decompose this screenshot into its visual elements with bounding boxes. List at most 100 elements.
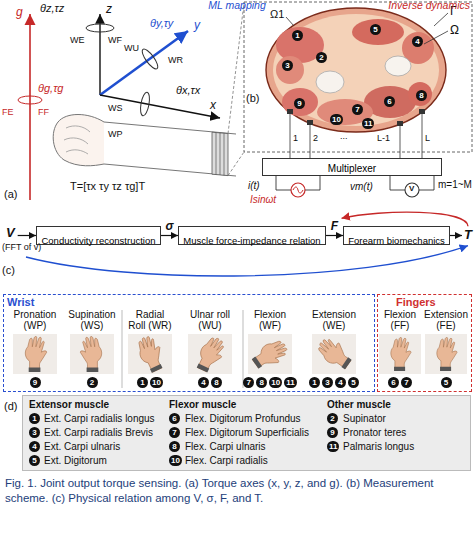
y-axis [100,31,188,95]
x-axis [100,95,220,118]
column-heading: Flexor muscle [169,399,236,410]
axis-name: y [194,19,200,32]
gesture-title: Pronation (WP) [10,309,60,331]
electrode-number: L-1 [377,134,390,144]
feedback-arrow [342,212,468,226]
gesture-title: Supination (WS) [65,309,119,331]
photo [13,334,57,374]
process-box: Muscle force-impedance relation [178,226,326,245]
callout-number: 3 [322,377,333,388]
callout-number: 7 [243,377,254,388]
photo [248,334,292,374]
process-box: Conductivity reconstruction [36,226,161,245]
signal-name: i(t) [248,180,260,191]
callout-number: 7 [401,377,412,388]
motion-label: WP [108,130,123,140]
callout-number: 11 [327,441,339,452]
callout-number: 5 [348,377,359,388]
muscle-name: Ext. Carpi radialis Brevis [44,427,153,438]
muscle-name: Supinator [343,413,386,424]
electrode [287,109,293,114]
callout-number: 6 [388,377,399,388]
signal-name: T [464,228,472,242]
callout-number: 10 [269,377,282,388]
electrode-number: ... [340,132,348,142]
callout-number: 2 [327,413,338,424]
panel-label: (d) [4,400,17,412]
flow-label: ML mapping [208,0,266,12]
callout-number: 4 [412,36,423,47]
callout-number: 2 [87,377,98,388]
meter-symbol: V [409,185,414,194]
separator [122,310,123,388]
electrode-wire [290,114,422,158]
photo [312,334,356,374]
muscle-name: Ext. Carpi ulnaris [44,441,120,452]
electrode [419,109,425,114]
signal-name: Isinωt [250,194,276,205]
torque-axis-label: θx,τx [176,84,200,96]
axis-name: x [210,99,216,112]
callout-number: 8 [416,90,427,101]
ulna-bone [385,56,411,76]
callout-number: 4 [335,377,346,388]
hand-photo [25,336,46,372]
torque-axis-label: θy,τy [150,17,173,29]
edge-label: σ [166,220,174,233]
hand-photo [80,336,101,372]
callout-number: 8 [169,441,180,452]
column-heading: Other muscle [327,399,391,410]
callout-number: 9 [294,98,305,109]
panel-label: (b) [246,92,259,104]
separator [243,310,244,388]
hand-outline [53,115,104,166]
rotation-arc [140,47,161,71]
electrode-number: 2 [313,134,318,144]
signal-name: m=1~M [438,179,472,190]
zoom-line [228,3,244,176]
input-arrow [18,235,36,236]
torque-axis-label: θg,τg [38,82,63,94]
motion-label: WU [124,44,139,54]
flow-label: Inverse dynamics [388,0,470,12]
callout-number: 6 [169,413,180,424]
hand-photo [314,334,355,372]
muscle [352,19,404,45]
callout-number: 4 [198,377,209,388]
callout-number: 10 [169,455,182,466]
electrode-number: L [425,134,430,144]
torque-vector: T=[τx τy τz τg]T [70,180,145,192]
panel-label: (c) [2,264,15,276]
panel-label: (a) [4,188,17,200]
muscle-name: Ext. Digitorum [44,455,107,466]
electrode-number: 1 [293,134,298,144]
motion-label: WE [70,36,85,46]
flow-arrow [326,235,343,236]
muscle-name: Flex. Digitorum Superficialis [185,427,309,438]
callout-number: 7 [169,427,180,438]
group-heading: Fingers [396,296,436,308]
muscle [282,88,318,116]
voltmeter [405,183,419,197]
box-text: Forearm biomechanics [348,236,445,246]
ml-mapping-arrow [26,246,468,276]
callout-number: 1 [309,377,320,388]
hand-photo [437,337,457,371]
callout-number: 5 [370,24,381,35]
box-text: Muscle force-impedance relation [183,236,320,246]
motion-label: FF [38,108,49,118]
muscle-name: Ext. Carpi radialis longus [44,413,155,424]
callout-number: 9 [30,377,41,388]
hand-photo [391,337,411,371]
photo [70,334,114,374]
domain-label: Ω1 [270,8,284,20]
multiplexer-box: Multiplexer [262,158,442,176]
process-box: Forearm biomechanics [343,226,450,245]
signal-note: (FFT of v) [2,243,41,253]
group-box: Wrist [3,294,375,392]
domain-label: Ω [450,24,459,37]
motion-label: WF [108,36,122,46]
gesture-title: Ulnar roll (WU) [181,309,239,331]
forearm-section [266,8,446,132]
group-heading: Wrist [7,296,34,308]
